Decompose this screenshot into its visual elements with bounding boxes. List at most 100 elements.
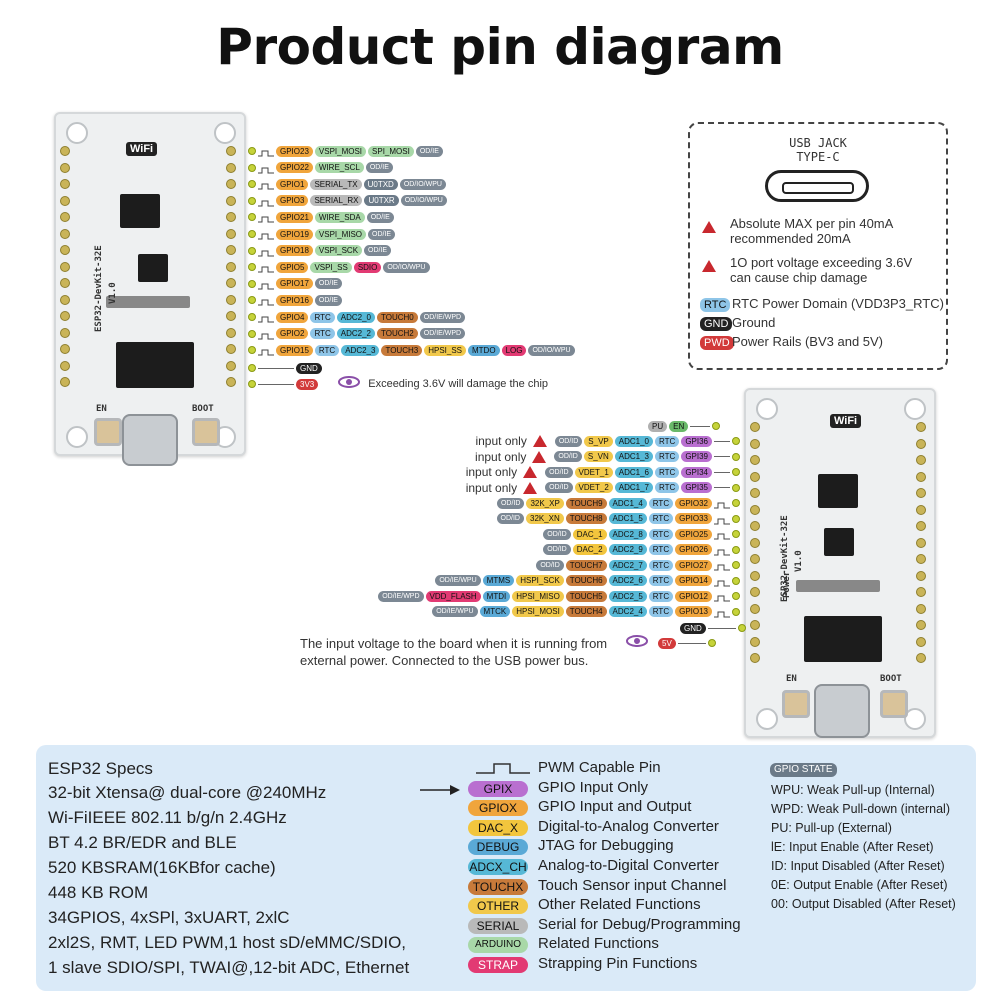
regulator-chip	[824, 528, 854, 556]
pin-dot	[248, 246, 256, 255]
header-pad	[226, 228, 236, 239]
header-pad	[60, 261, 70, 272]
legend-text: Other Related Functions	[538, 896, 701, 914]
pwm-wave-icon	[258, 163, 274, 174]
pin-function-tag: GPIO16	[276, 294, 313, 306]
input-only-note: input only	[475, 434, 527, 448]
header-pad	[60, 146, 70, 156]
header-pad	[226, 146, 236, 156]
header-pad	[226, 195, 236, 206]
pin-function-tag: GPI39	[681, 451, 712, 462]
pwm-icon	[476, 762, 530, 781]
header-pad	[226, 327, 236, 338]
pin-function-tag: RTC	[655, 435, 680, 447]
en-button[interactable]	[782, 690, 810, 718]
pin-function-tag: GPIO1	[276, 178, 309, 190]
header-pad	[60, 195, 70, 206]
spec-line: BT 4.2 BR/EDR and BLE	[48, 833, 237, 852]
regulator-chip	[138, 254, 168, 282]
header-pad	[750, 471, 760, 482]
pin-function-tag: VDET_1	[574, 466, 613, 478]
input-only-note: input only	[475, 449, 527, 464]
header-pad	[916, 620, 926, 630]
warning-icon	[523, 481, 538, 494]
pin-function-tag: OD/ID	[554, 435, 583, 447]
pin-function-tag: OD/IE	[314, 294, 342, 306]
pin-function-tag: RTC	[648, 606, 674, 617]
gpio-state-line: WPD: Weak Pull-down (internal)	[771, 802, 950, 816]
pin-function-tag: GPIO2	[276, 328, 309, 340]
pin-function-tag: ADC2_6	[608, 575, 647, 586]
pin-function-tag: TOUCH3	[381, 344, 423, 356]
pin-function-tag: VDET_2	[574, 482, 613, 493]
spec-line: 32-bit Xtensa@ dual-core @240MHz	[48, 783, 327, 802]
arrow-right-icon	[420, 783, 464, 801]
legend-tag: GPIX	[468, 780, 528, 797]
pin-function-tag: TOUCH0	[377, 311, 418, 323]
pin-function-tag: OD/IE/WPU	[435, 575, 481, 586]
usb-c-connector-icon	[765, 170, 869, 202]
pin-function-tag: GPI36	[681, 435, 712, 447]
en-label: EN	[96, 404, 107, 414]
esp32-chip	[818, 474, 858, 508]
header-pad	[750, 537, 760, 548]
3v3-tag: 3V3	[296, 378, 319, 390]
pin-function-tag: OD/IE	[365, 162, 393, 174]
legend-tag: TOUCHX	[468, 878, 528, 895]
gpio-state-line: WPU: Weak Pull-up (Internal)	[771, 783, 935, 797]
pin-dot	[248, 263, 256, 272]
pin-function-tag: VSPI_MISO	[314, 228, 367, 240]
pin-function-tag: TOUCH4	[565, 606, 607, 617]
gnd-legend-tag: GND	[700, 317, 733, 331]
pin-dot	[248, 180, 256, 189]
left-board: WiFi ESP32-DevKit-32E V1.0 EN BOOT	[54, 112, 246, 466]
pin-dot	[732, 607, 740, 616]
pin-dot	[248, 313, 256, 321]
boot-button[interactable]	[192, 418, 220, 446]
pin-dot	[248, 196, 256, 205]
header-pad	[226, 360, 236, 371]
header-pad	[60, 377, 70, 387]
warning-icon	[532, 435, 547, 447]
right-5v-row: 5V	[626, 634, 716, 652]
pin-function-tag: RTC	[314, 344, 340, 356]
5v-note-line-1: The input voltage to the board when it i…	[300, 636, 608, 651]
gnd-tag: GND	[680, 622, 706, 634]
pin-function-tag: RTC	[648, 559, 674, 571]
pwm-wave-icon	[258, 229, 274, 240]
pwm-wave-icon	[714, 576, 730, 586]
pin-function-tag: GPIO19	[276, 228, 313, 240]
eye-icon	[626, 634, 648, 652]
pin-dot	[732, 483, 740, 492]
pin-function-tag: RTC	[655, 466, 680, 478]
spec-line: Wi-FiIEEE 802.11 b/g/n 2.4GHz	[48, 808, 287, 827]
pin-function-tag: RTC	[648, 497, 674, 509]
pwd-legend-text: Power Rails (BV3 and 5V)	[732, 334, 884, 349]
header-pad	[916, 554, 926, 564]
gpio-state-line: lE: Input Enable (After Reset)	[771, 840, 934, 854]
header-pad	[226, 212, 236, 222]
header-pad	[750, 554, 760, 564]
header-pad	[916, 471, 926, 482]
pin-function-tag: WIRE_SCL	[314, 162, 364, 174]
eye-icon	[338, 375, 361, 393]
pin-function-tag: RTC	[648, 544, 674, 555]
pin-function-tag: GPIO14	[675, 575, 712, 586]
en-button[interactable]	[94, 418, 122, 446]
pin-function-tag: GPIO33	[675, 513, 712, 524]
header-pad	[916, 537, 926, 548]
pin-function-tag: ADC2_5	[608, 590, 647, 602]
esp32-chip	[120, 194, 160, 228]
input-only-note: input only	[465, 465, 518, 479]
pin-function-tag: OD/ID	[543, 544, 571, 555]
pwm-wave-icon	[714, 591, 730, 602]
header-pad	[60, 179, 70, 189]
header-pad	[226, 278, 236, 288]
boot-button[interactable]	[880, 690, 908, 718]
